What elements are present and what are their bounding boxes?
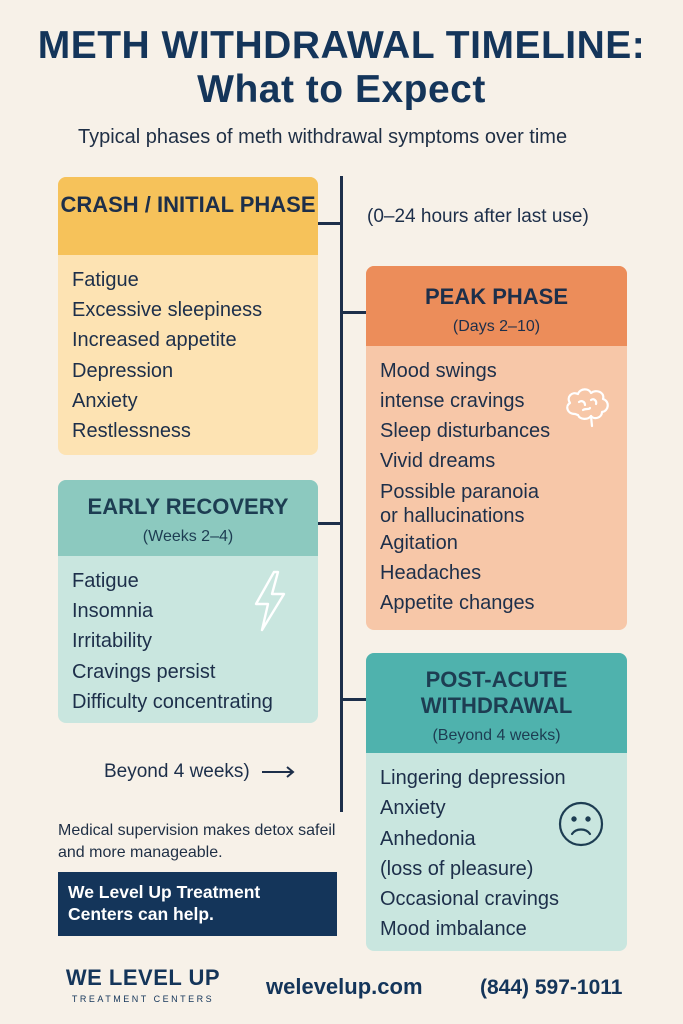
phase-header: POST-ACUTE WITHDRAWAL (Beyond 4 weeks) [366, 653, 627, 753]
title-line: METH WITHDRAWAL TIMELINE: What to Expect [37, 24, 646, 111]
phase-timing: (Beyond 4 weeks) [432, 727, 561, 744]
timeline-axis [340, 176, 343, 812]
symptom: Fatigue [72, 269, 139, 291]
symptom: Insomnia [72, 600, 154, 623]
symptom: Lingering depression [380, 767, 566, 789]
subtitle: Typical phases of meth withdrawal sympto… [78, 126, 568, 148]
symptom: Vivid dreams [380, 450, 496, 472]
symptom: Anxiety [380, 797, 446, 820]
phase-card-post-acute: POST-ACUTE WITHDRAWAL (Beyond 4 weeks) L… [366, 653, 627, 951]
symptom: Headaches [380, 562, 482, 584]
symptom: intense cravings [380, 390, 525, 412]
phase-timing: (Weeks 2–4) [142, 528, 234, 545]
symptom: Mood imbalance [380, 918, 527, 941]
phase-header: PEAK PHASE (Days 2–10) [366, 266, 627, 346]
phase-title: EARLY RECOVERY [87, 494, 289, 519]
page-title: METH WITHDRAWAL TIMELINE: What to Expect [0, 24, 683, 112]
symptom: Sleep disturbances [380, 420, 551, 442]
arrow-right-icon [261, 766, 295, 778]
brand-logo: WE LEVEL UP TREATMENT CENTERS [58, 965, 228, 1005]
phase-timing: (0–24 hours after last use) [367, 206, 589, 227]
timeline-tick [342, 311, 366, 314]
timeline-tick [342, 698, 366, 701]
phase-title: POST-ACUTE WITHDRAWAL [420, 667, 573, 718]
arrow-label-text: Beyond 4 weeks) [104, 761, 250, 782]
symptom-list: Lingering depression Anxiety Anhedonia (… [366, 753, 627, 951]
symptom: Cravings persist [72, 660, 216, 683]
timeline-tick [318, 222, 342, 225]
phase-title: CRASH / INITIAL PHASE [58, 177, 318, 255]
phase-card-early-recovery: EARLY RECOVERY (Weeks 2–4) Fatigue Insom… [58, 480, 318, 723]
arrow-label: Beyond 4 weeks) [104, 761, 298, 783]
phase-header: EARLY RECOVERY (Weeks 2–4) [58, 480, 318, 556]
symptom: Fatigue [72, 570, 139, 592]
symptom: Occasional cravings [380, 888, 559, 911]
symptom: Anxiety [72, 389, 138, 412]
sad-face-icon [556, 799, 606, 854]
symptom: Excessive sleepiness [72, 299, 263, 322]
cta-banner: We Level Up Treatment Centers can help. [58, 872, 337, 936]
website-link[interactable]: welevelup.com [266, 974, 423, 999]
phase-title: PEAK PHASE [424, 284, 569, 309]
symptom: (loss of pleasure) [380, 857, 534, 880]
symptom-list: Fatigue Excessive sleepiness Increased a… [58, 255, 318, 455]
brain-icon [561, 384, 613, 435]
phase-card-peak: PEAK PHASE (Days 2–10) Mood swings inten… [366, 266, 627, 630]
symptom-list: Fatigue Insomnia Irritability Cravings p… [58, 556, 318, 723]
symptom: Anhedonia [380, 827, 476, 850]
symptom: Depression [72, 359, 174, 382]
symptom: Mood swings [380, 360, 497, 382]
timeline-tick [318, 522, 342, 525]
symptom: Agitation [380, 532, 458, 554]
phone-number[interactable]: (844) 597-1011 [480, 976, 623, 999]
symptom: Difficulty concentrating [72, 690, 273, 713]
symptom: Increased appetite [72, 329, 237, 352]
symptom: Irritability [72, 630, 153, 653]
brand-tagline: TREATMENT CENTERS [71, 994, 215, 1004]
phase-timing: (Days 2–10) [452, 318, 541, 335]
symptom: Restlessness [72, 420, 191, 443]
brand-name: WE LEVEL UP [65, 965, 221, 990]
symptom-list: Mood swings intense cravings Sleep distu… [366, 346, 627, 628]
lightning-icon [248, 568, 292, 639]
phase-card-crash: CRASH / INITIAL PHASE Fatigue Excessive … [58, 177, 318, 455]
symptom: Possible paranoia [380, 481, 539, 503]
symptom: or hallucinations [380, 505, 525, 527]
medical-note: Medical supervision makes detox safeil a… [58, 822, 336, 861]
symptom: Appetite changes [380, 592, 535, 614]
